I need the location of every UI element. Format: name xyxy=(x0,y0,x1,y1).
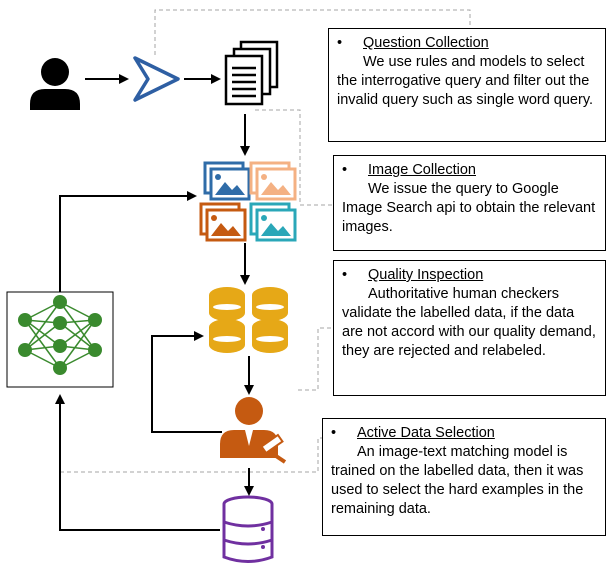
user-icon xyxy=(30,58,80,110)
neural-network-icon xyxy=(6,291,114,388)
flow-arrows xyxy=(55,74,254,531)
connector-question xyxy=(154,9,471,55)
arrow-storage-to-network xyxy=(55,394,220,531)
connector-quality xyxy=(298,327,333,391)
step-heading: • Image Collection xyxy=(342,161,599,180)
image-icon-blue xyxy=(203,161,251,201)
dashed-connectors xyxy=(60,9,471,473)
step-heading: • Quality Inspection xyxy=(342,266,599,285)
step-description: We issue the query to Google Image Searc… xyxy=(342,181,596,235)
step-box-question-collection: • Question Collection We use rules and mo… xyxy=(328,28,606,142)
filter-icon xyxy=(133,56,180,102)
step-description: Authoritative human checkers validate th… xyxy=(342,286,596,359)
step-title: Quality Inspection xyxy=(368,267,484,283)
connector-image xyxy=(255,109,333,206)
step-title: Question Collection xyxy=(363,35,489,51)
step-heading: • Question Collection xyxy=(337,34,599,53)
bullet-icon: • xyxy=(342,162,348,178)
connector-active xyxy=(60,437,333,473)
step-description: An image-text matching model is trained … xyxy=(331,444,584,517)
step-box-quality-inspection: • Quality Inspection Authoritative human … xyxy=(333,260,606,396)
step-title: Active Data Selection xyxy=(357,425,495,441)
step-heading: • Active Data Selection xyxy=(331,424,599,443)
bullet-icon: • xyxy=(337,35,343,51)
bullet-icon: • xyxy=(342,267,348,283)
bullet-icon: • xyxy=(331,425,337,441)
image-icons xyxy=(199,161,297,242)
image-icon-peach xyxy=(249,161,297,201)
arrow-network-to-images xyxy=(59,191,197,292)
step-box-active-data-selection: • Active Data Selection An image-text mat… xyxy=(322,418,606,536)
image-icon-orange xyxy=(199,202,247,242)
documents-icon xyxy=(224,40,279,106)
arrow-relabel-loop xyxy=(151,331,222,433)
step-box-image-collection: • Image Collection We issue the query to … xyxy=(333,155,606,251)
database-icon xyxy=(209,287,288,353)
step-title: Image Collection xyxy=(368,162,476,178)
step-description: We use rules and models to select the in… xyxy=(337,54,594,108)
image-icon-teal xyxy=(249,202,297,242)
checker-icon xyxy=(220,397,287,464)
storage-icon xyxy=(222,495,274,563)
